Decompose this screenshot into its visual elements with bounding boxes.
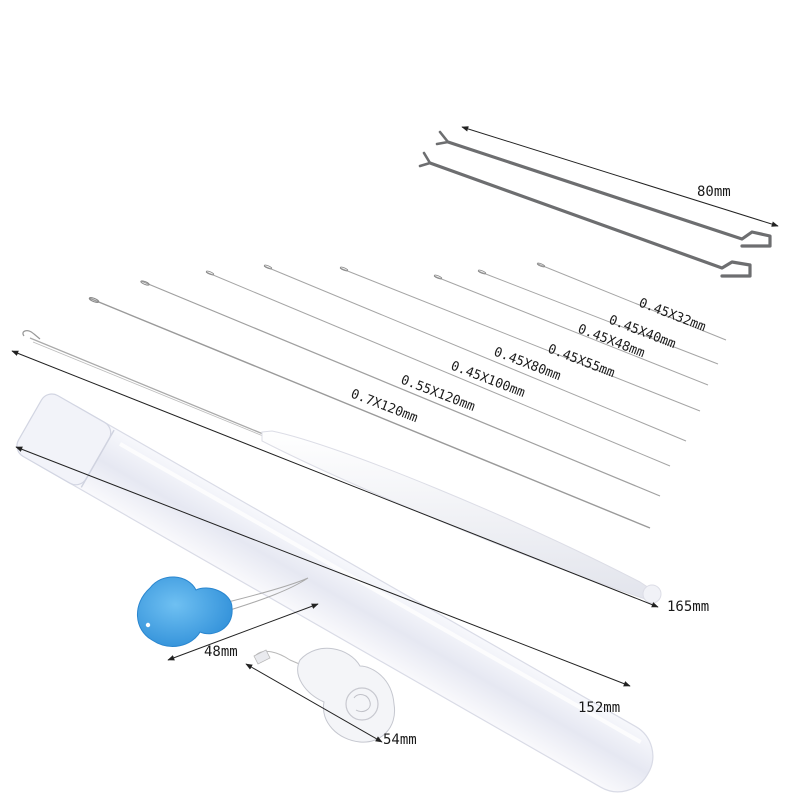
needle-0.45x32 bbox=[536, 262, 727, 341]
latch-hook-lower bbox=[418, 151, 752, 278]
blue-threader-length-label: 48mm bbox=[204, 644, 238, 660]
tube-length-label: 152mm bbox=[578, 700, 620, 716]
needle-0.55x120 bbox=[140, 280, 661, 497]
blue-needle-threader: 48mm bbox=[137, 576, 319, 661]
blue-threader-dimension-arrow bbox=[167, 603, 319, 661]
bodkin-dimension-arrow bbox=[11, 350, 659, 608]
hooks-length-label: 80mm bbox=[697, 184, 731, 200]
hooks-dimension-arrow bbox=[461, 126, 779, 227]
latch-hooks: 80mm bbox=[418, 126, 779, 278]
clear-threader-dimension-arrow bbox=[245, 663, 383, 743]
bodkin-tool: 165mm bbox=[11, 330, 709, 615]
needle-0.45x40 bbox=[477, 269, 719, 365]
bodkin-length-label: 165mm bbox=[667, 599, 709, 615]
needle-0.45x48 bbox=[433, 274, 709, 386]
clear-needle-threader: 54mm bbox=[245, 647, 417, 748]
clear-threader-length-label: 54mm bbox=[383, 732, 417, 748]
